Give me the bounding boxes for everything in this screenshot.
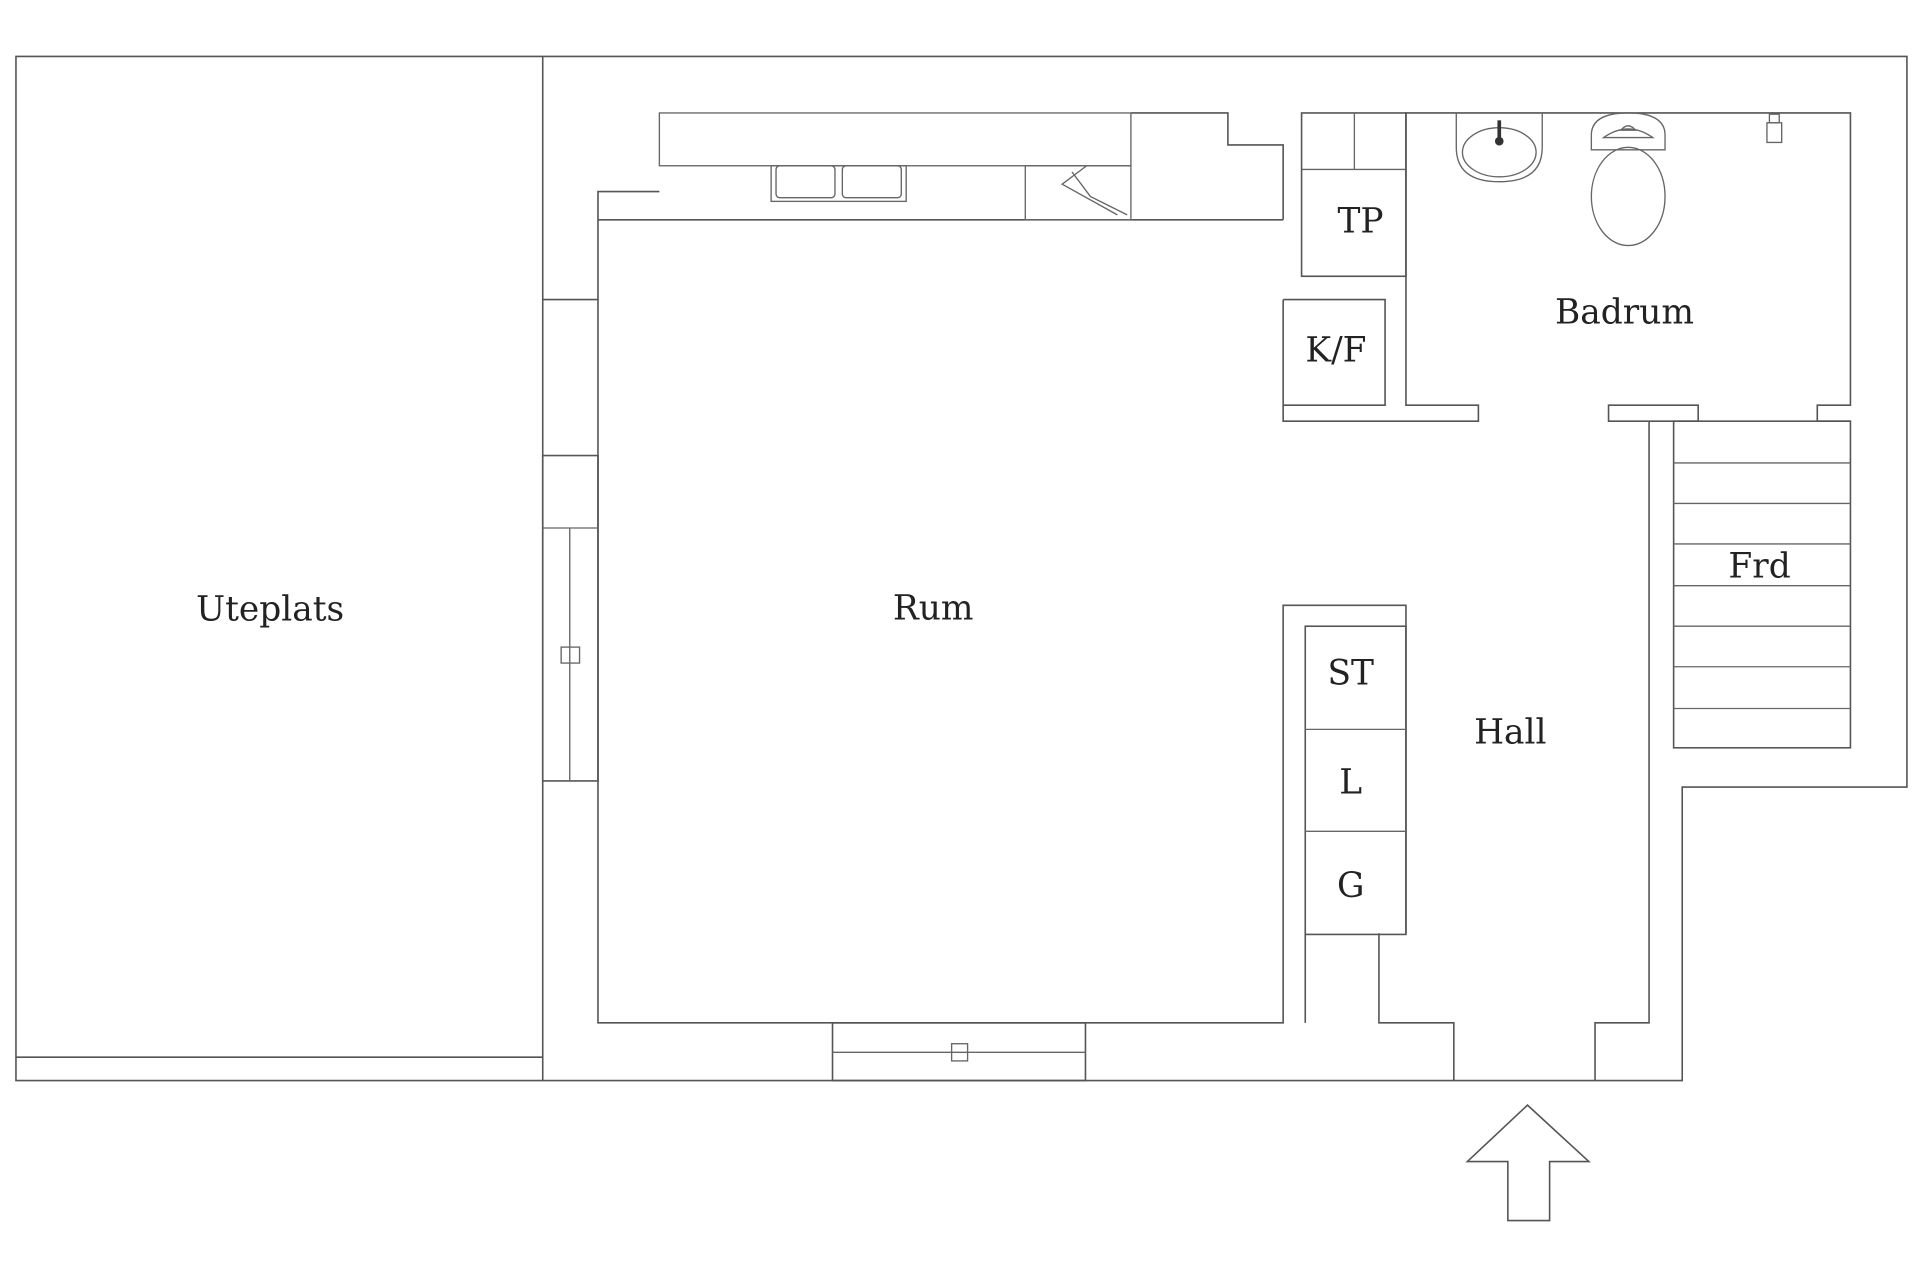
stove-icon [1024, 165, 1132, 221]
room-label-badrum: Badrum [1555, 292, 1694, 332]
kitchen-back-wall [597, 190, 660, 300]
terrace-area [15, 56, 544, 1081]
room-label-l: L [1339, 763, 1362, 803]
room-label-kf: K/F [1305, 330, 1366, 370]
outer-wall [15, 55, 1908, 1082]
kitchen-sink-icon [770, 165, 907, 203]
hall-wall [1378, 933, 1455, 1081]
hall-right-wall [1594, 421, 1650, 1081]
washbasin-icon [1455, 112, 1543, 183]
stairs [1672, 420, 1852, 749]
bathroom-door-wall [1607, 404, 1699, 422]
toilet-icon [1590, 112, 1666, 247]
entrance-arrow-icon [1465, 1104, 1591, 1222]
main-room-wall [542, 298, 1407, 1024]
room-label-hall: Hall [1474, 712, 1546, 752]
room-label-frd: Frd [1728, 547, 1790, 587]
floor-drain-icon [1766, 113, 1783, 144]
room-label-tp: TP [1337, 201, 1383, 241]
kitchen-wall-notch [1130, 112, 1284, 220]
kf-outer-wall [1282, 112, 1852, 422]
room-label-st: ST [1327, 653, 1374, 693]
tp-closet [1300, 112, 1407, 278]
kitchen-counter [658, 112, 1132, 167]
storage-closets [1304, 625, 1407, 1023]
room-label-uteplats: Uteplats [196, 589, 344, 629]
left-window [541, 454, 599, 782]
kf-closet [1283, 298, 1386, 407]
room-label-g: G [1337, 866, 1364, 906]
room-label-rum: Rum [893, 588, 974, 628]
bottom-window [831, 1022, 1087, 1082]
